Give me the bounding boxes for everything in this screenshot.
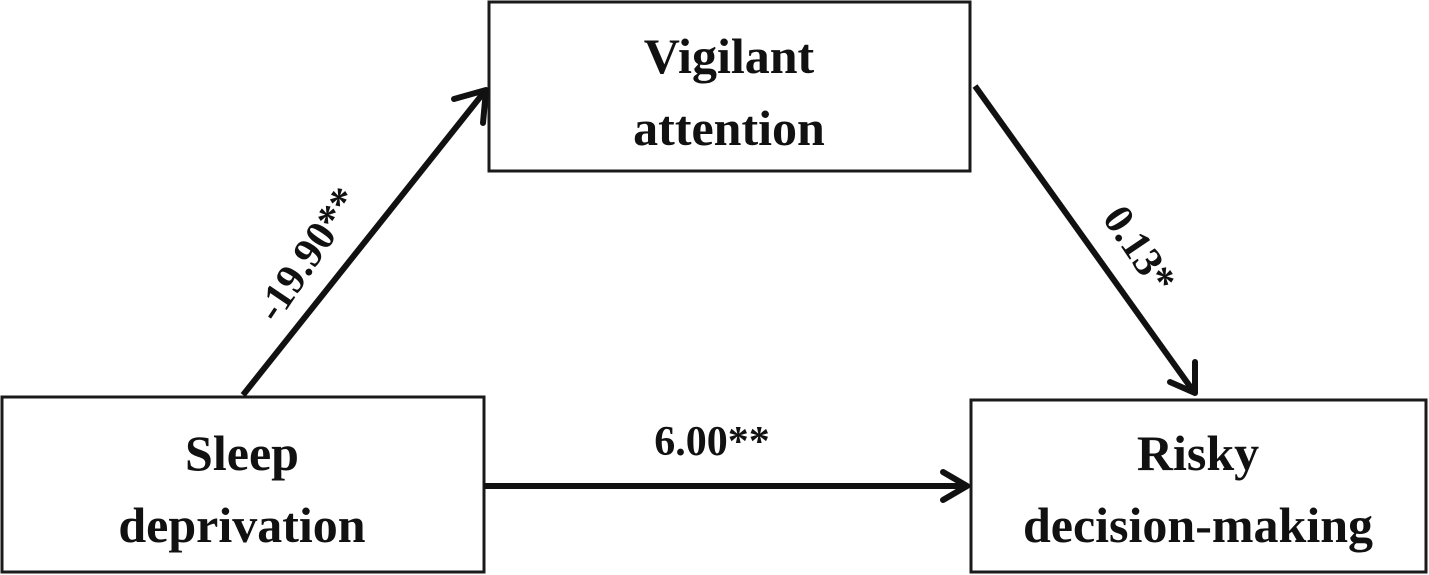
- path-a-arrowhead: [451, 87, 489, 126]
- path-b-label: 0.13*: [1093, 198, 1184, 302]
- predictor-label-line1: Sleep: [185, 425, 299, 481]
- predictor-box: [0, 395, 486, 574]
- mediator-node: Vigilant attention: [487, 0, 972, 173]
- path-a-arrow: -19.90**: [240, 87, 489, 397]
- predictor-node: Sleep deprivation: [0, 395, 486, 574]
- mediator-label-line1: Vigilant: [644, 28, 815, 84]
- path-a-line: [240, 89, 488, 397]
- mediator-label-line2: attention: [633, 100, 825, 156]
- outcome-box: [969, 398, 1428, 574]
- path-b-arrowhead: [1167, 359, 1198, 396]
- outcome-label-line1: Risky: [1137, 425, 1259, 481]
- path-c-arrowhead: [940, 469, 970, 503]
- predictor-label-line2: deprivation: [118, 497, 365, 553]
- path-b-arrow: 0.13*: [972, 84, 1198, 396]
- outcome-label-line2: decision-making: [1023, 497, 1373, 553]
- path-b-line: [972, 84, 1197, 394]
- path-c-label: 6.00**: [654, 419, 770, 465]
- path-c-arrow: 6.00**: [484, 419, 970, 503]
- mediator-box: [487, 0, 972, 173]
- outcome-node: Risky decision-making: [969, 398, 1428, 574]
